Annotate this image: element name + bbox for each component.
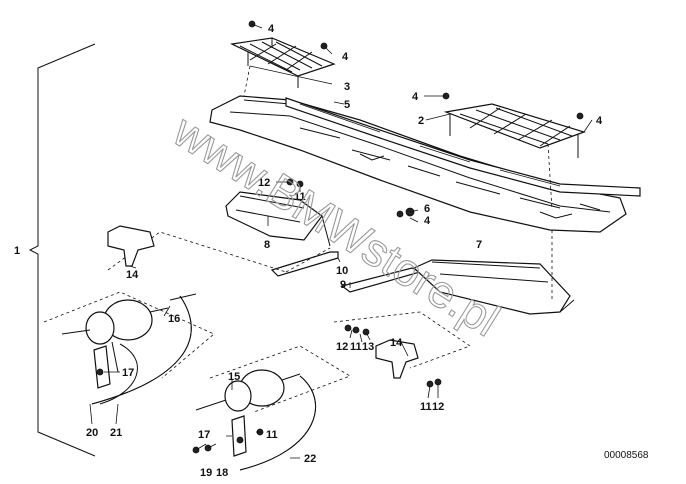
vacuum-unit-left [61,299,169,389]
callout-14-right: 14 [390,337,403,349]
callout-2: 2 [418,115,424,127]
callout-4-top: 4 [268,23,275,35]
callout-16: 16 [168,313,180,325]
callout-3: 3 [344,81,350,93]
assembly-bracket [28,43,96,457]
callout-4-mid: 4 [424,215,431,227]
reference-code: 00008568 [604,450,649,461]
callout-11-mid: 11 [350,341,362,353]
seal-strip [285,97,641,197]
callout-11-right: 11 [420,401,432,413]
callout-21: 21 [110,427,122,439]
vacuum-unit-right [195,369,301,457]
callout-4-top-right: 4 [342,51,349,63]
callout-10: 10 [336,265,348,277]
callout-12-top: 12 [258,177,270,189]
top-grille [229,37,336,88]
callout-6: 6 [424,203,430,215]
callout-12-right: 12 [432,401,444,413]
callout-22: 22 [304,453,316,465]
callout-8: 8 [264,239,270,251]
flap-8 [225,191,331,247]
callout-19: 19 [200,467,212,479]
hose-16 [169,293,197,301]
flap-7 [412,259,575,315]
callout-17-left: 17 [122,367,134,379]
callout-17-right: 17 [198,429,210,441]
callout-5: 5 [344,99,350,111]
callout-11-top: 11 [294,191,306,203]
bracket-14-left [107,225,155,267]
callout-11-bottom: 11 [266,429,278,441]
callout-20: 20 [86,427,98,439]
callout-4-right: 4 [596,115,603,127]
callout-14-left: 14 [126,269,139,281]
callout-7: 7 [476,239,482,251]
bracket-14-right [375,339,419,379]
callout-4-right-left: 4 [412,91,419,103]
hose-left-small [99,343,138,405]
main-panel [209,95,627,233]
callout-13: 13 [362,341,374,353]
callout-15: 15 [228,371,240,383]
rod-10 [270,251,339,277]
callout-18: 18 [216,467,228,479]
callout-12-mid: 12 [336,341,348,353]
callout-1: 1 [14,245,20,257]
right-grille [443,103,586,158]
callout-9: 9 [340,279,346,291]
